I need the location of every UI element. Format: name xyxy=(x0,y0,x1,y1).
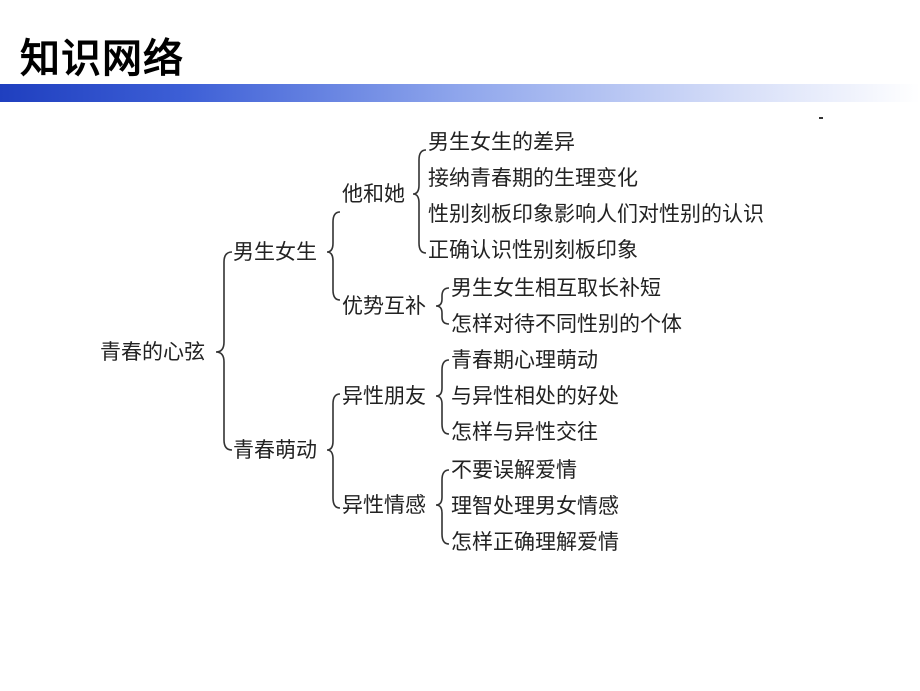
title-gradient-bar xyxy=(0,84,920,102)
leaf: 怎样与异性交往 xyxy=(451,420,598,444)
leaf: 怎样正确理解爱情 xyxy=(451,530,619,554)
level2-he-and-she: 他和她 xyxy=(342,182,405,206)
leaf: 与异性相处的好处 xyxy=(451,384,619,408)
leaf: 接纳青春期的生理变化 xyxy=(428,166,638,190)
corner-mark xyxy=(819,117,823,119)
level2-complement: 优势互补 xyxy=(342,294,426,318)
leaf: 正确认识性别刻板印象 xyxy=(428,238,638,262)
level1-youth-sprout: 青春萌动 xyxy=(233,438,317,462)
leaf: 性别刻板印象影响人们对性别的认识 xyxy=(428,202,764,226)
brace-male-female xyxy=(326,211,341,301)
page-title: 知识网络 xyxy=(20,36,184,82)
leaf: 理智处理男女情感 xyxy=(451,494,619,518)
root-node: 青春的心弦 xyxy=(100,340,205,364)
brace-youth-sprout xyxy=(326,393,341,509)
brace-root xyxy=(215,251,233,451)
leaf: 男生女生相互取长补短 xyxy=(451,276,661,300)
leaf: 怎样对待不同性别的个体 xyxy=(451,312,682,336)
level1-male-female: 男生女生 xyxy=(233,240,317,264)
brace-opposite-emotion xyxy=(435,469,450,545)
brace-complement xyxy=(435,287,450,325)
leaf: 不要误解爱情 xyxy=(451,458,577,482)
leaf: 男生女生的差异 xyxy=(428,130,575,154)
level2-opposite-friends: 异性朋友 xyxy=(342,384,426,408)
brace-opposite-friends xyxy=(435,359,450,435)
brace-he-and-she xyxy=(412,149,427,254)
leaf: 青春期心理萌动 xyxy=(451,348,598,372)
level2-opposite-emotion: 异性情感 xyxy=(342,493,426,517)
